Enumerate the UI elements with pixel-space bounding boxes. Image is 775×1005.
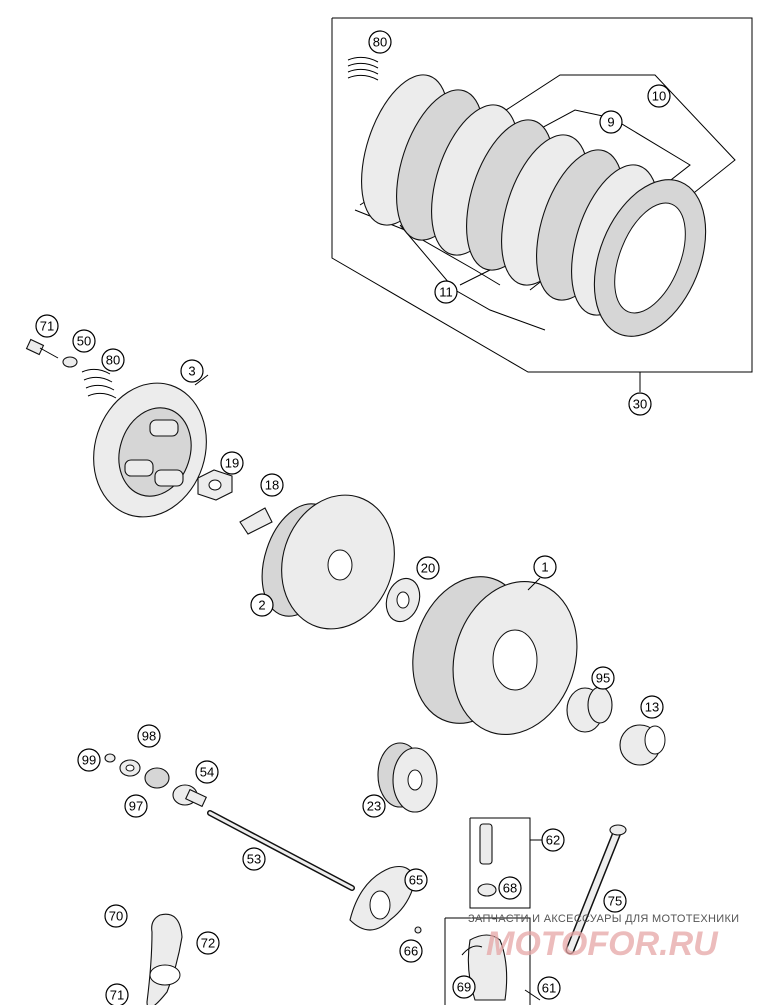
callout-20: 20 [416,556,440,580]
callout-80-top: 80 [368,30,392,54]
callout-23: 23 [362,794,386,818]
spring-top [347,56,379,81]
svg-text:53: 53 [247,852,261,867]
svg-text:69: 69 [457,980,471,995]
callout-72: 72 [196,931,220,955]
inner-clutch-hub [261,494,395,630]
callout-9: 9 [599,110,623,134]
bolt-washer-spring [25,338,117,399]
svg-text:1: 1 [541,560,548,575]
svg-text:10: 10 [652,89,666,104]
callout-70: 70 [104,904,128,928]
callout-61: 61 [537,976,561,1000]
clutch-basket [412,576,578,736]
svg-text:68: 68 [503,881,517,896]
svg-text:62: 62 [546,833,560,848]
callout-97: 97 [124,794,148,818]
callout-3: 3 [180,359,204,383]
svg-text:99: 99 [82,753,96,768]
svg-text:23: 23 [367,799,381,814]
svg-text:66: 66 [404,944,418,959]
svg-text:61: 61 [542,981,556,996]
callout-2: 2 [250,593,274,617]
svg-text:3: 3 [188,364,195,379]
callout-65: 65 [404,868,428,892]
callout-13: 13 [640,695,664,719]
svg-text:97: 97 [129,799,143,814]
callout-19: 19 [220,451,244,475]
push-rod [207,810,355,891]
callout-18: 18 [260,473,284,497]
callout-54: 54 [195,760,219,784]
callout-69: 69 [452,975,476,999]
callout-1: 1 [533,555,557,579]
svg-text:9: 9 [607,115,614,130]
svg-text:30: 30 [633,397,647,412]
needle-bearing [566,686,613,733]
svg-text:71: 71 [110,988,124,1003]
svg-text:98: 98 [142,729,156,744]
svg-text:20: 20 [421,561,435,576]
svg-text:2: 2 [258,598,265,613]
dowel-pin [414,926,422,934]
nut-and-lockwasher [197,469,273,535]
grease-syringe [565,824,627,955]
callout-30: 30 [628,392,652,416]
callout-95: 95 [591,666,615,690]
callout-53: 53 [242,847,266,871]
svg-text:72: 72 [201,936,215,951]
callout-10: 10 [647,84,671,108]
callout-68: 68 [498,876,522,900]
gasket [349,865,416,931]
svg-text:75: 75 [608,894,622,909]
svg-text:11: 11 [439,285,453,300]
callout-66: 66 [399,939,423,963]
svg-text:70: 70 [109,909,123,924]
watermark-logo: MOTOFOR.RU [486,925,719,963]
watermark: ЗАПЧАСТИ И АКСЕССУАРЫ ДЛЯ МОТОТЕХНИКИ MO… [468,913,739,963]
bushing [619,724,666,766]
clutch-kit-box [331,17,753,392]
svg-text:80: 80 [106,353,120,368]
callout-98: 98 [137,724,161,748]
pressure-plate [93,382,207,518]
svg-text:18: 18 [265,478,279,493]
watermark-tagline: ЗАПЧАСТИ И АКСЕССУАРЫ ДЛЯ МОТОТЕХНИКИ [468,913,739,925]
svg-text:95: 95 [596,671,610,686]
svg-text:65: 65 [409,873,423,888]
svg-text:54: 54 [200,765,214,780]
release-small-parts [104,753,208,808]
svg-text:19: 19 [225,456,239,471]
bleed-kit-box [469,817,542,909]
callout-50: 50 [72,329,96,353]
svg-text:80: 80 [373,35,387,50]
slave-cylinder [444,917,531,1005]
callout-11: 11 [434,280,458,304]
callout-99: 99 [77,748,101,772]
callout-80-left: 80 [101,348,125,372]
svg-text:13: 13 [645,700,659,715]
primary-gear [377,742,438,813]
callout-62: 62 [541,828,565,852]
callout-71-bottom: 71 [105,983,129,1005]
callout-71-top: 71 [35,314,59,338]
clutch-plate-stack [361,74,707,337]
release-lever [146,913,183,1005]
callout-75: 75 [603,889,627,913]
svg-text:71: 71 [40,319,54,334]
svg-text:50: 50 [77,334,91,349]
callout-leaders [194,374,541,1001]
thrust-washer [385,577,421,623]
